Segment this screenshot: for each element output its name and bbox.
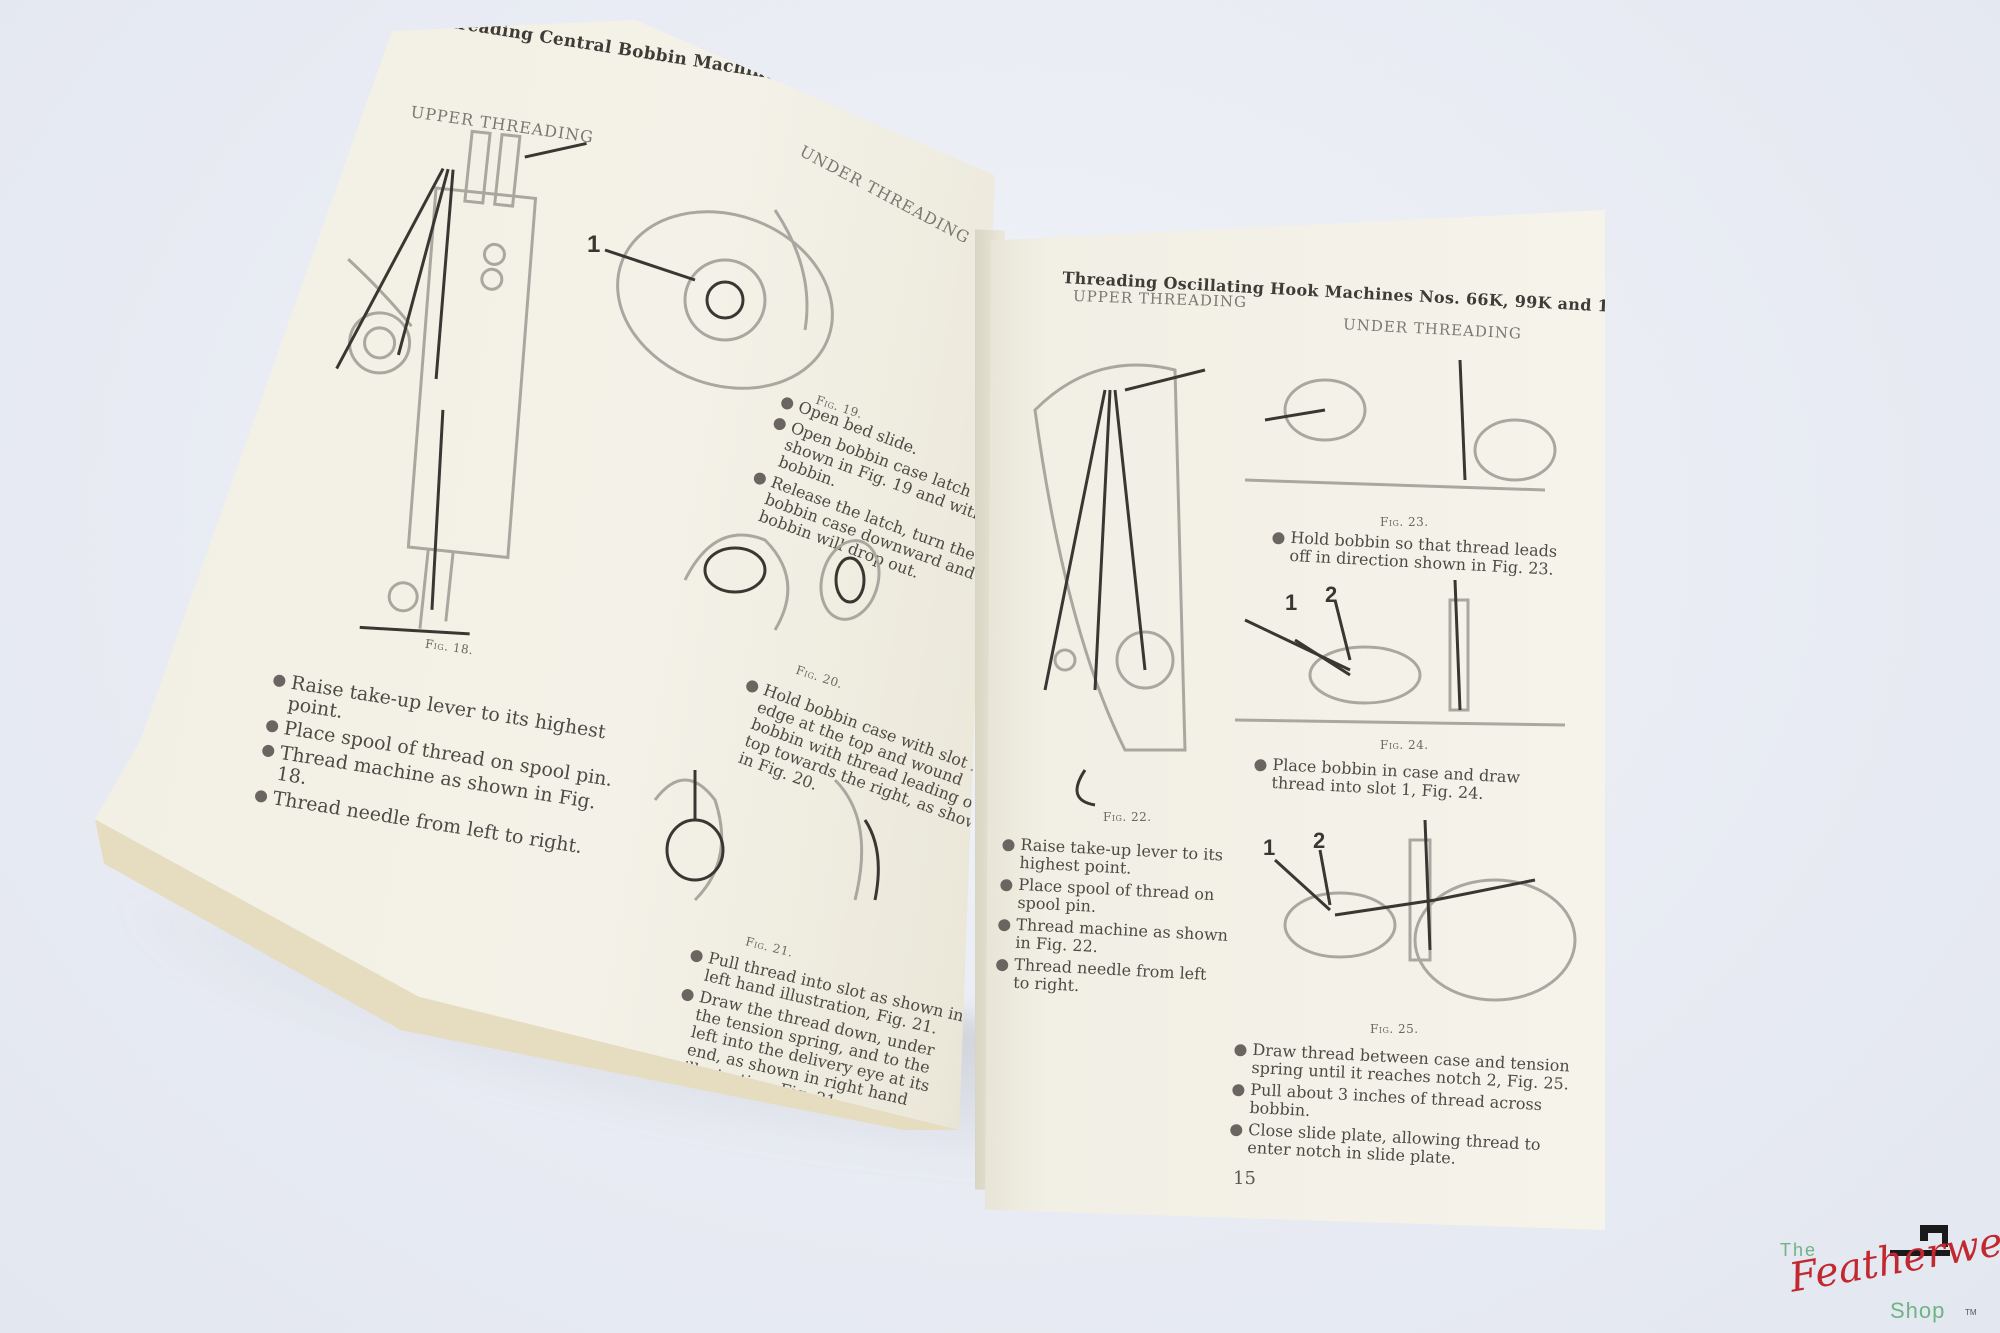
fig20-caption: Fig. 20. xyxy=(794,662,845,692)
bullet-icon xyxy=(752,470,768,487)
fig24-steps: Place bobbin in case and draw thread int… xyxy=(1253,755,1575,812)
right-page-number: 15 xyxy=(1233,1168,1256,1189)
fig25-caption: Fig. 25. xyxy=(1370,1022,1419,1036)
sewing-machine-icon xyxy=(1890,1225,1950,1256)
fig19-illustration: 1 xyxy=(587,209,834,390)
fig23-steps: Hold bobbin so that thread leads off in … xyxy=(1271,528,1583,584)
bullet-icon xyxy=(265,719,280,734)
fig24-illustration: 1 2 xyxy=(1234,579,1566,727)
callout-1: 1 xyxy=(1285,590,1297,615)
callout-2: 2 xyxy=(1325,582,1337,607)
fig24-caption: Fig. 24. xyxy=(1380,738,1429,752)
fig23-caption: Fig. 23. xyxy=(1380,515,1429,529)
callout-2: 2 xyxy=(1313,828,1325,853)
bullet-icon xyxy=(261,744,276,758)
bullet-icon xyxy=(689,948,704,964)
fig22-steps: Raise take-up lever to its highest point… xyxy=(995,835,1233,1007)
bullet-icon xyxy=(995,958,1009,972)
bullet-icon xyxy=(1254,758,1267,772)
callout-1: 1 xyxy=(587,231,600,258)
bullet-icon xyxy=(744,678,760,695)
featherweight-shop-logo: The Featherweight Shop TM xyxy=(1780,1204,2000,1323)
bullet-icon xyxy=(779,395,795,412)
fig22-illustration xyxy=(1033,363,1206,807)
fig18-illustration xyxy=(335,129,587,636)
callout-1: 1 xyxy=(1263,835,1275,860)
right-page: Threading Oscillating Hook Machines Nos.… xyxy=(985,210,1605,1230)
left-page-title: Threading Central Bobbin Machine No. 15K… xyxy=(431,10,869,99)
bullet-icon xyxy=(1234,1043,1247,1057)
fig21-illustration xyxy=(653,770,880,902)
fig20-illustration xyxy=(683,533,881,631)
bullet-icon xyxy=(1272,531,1285,545)
bullet-icon xyxy=(1002,838,1015,852)
bullet-icon xyxy=(1232,1083,1245,1097)
bullet-icon xyxy=(1000,878,1013,892)
bullet-icon xyxy=(680,987,695,1003)
fig23-illustration xyxy=(1244,359,1557,492)
under-threading-label: UNDER THREADING xyxy=(1342,315,1523,343)
bullet-icon xyxy=(272,673,287,688)
bullet-icon xyxy=(997,918,1011,932)
bullet-icon xyxy=(254,789,268,804)
fig25-illustration: 1 2 xyxy=(1263,819,1577,1002)
bullet-icon xyxy=(1229,1123,1243,1137)
fig18-steps: Raise take-up lever to its highest point… xyxy=(253,670,641,868)
fig25-steps: Draw thread between case and tension spr… xyxy=(1229,1040,1575,1178)
bullet-icon xyxy=(772,416,788,432)
fig22-caption: Fig. 22. xyxy=(1103,810,1152,824)
